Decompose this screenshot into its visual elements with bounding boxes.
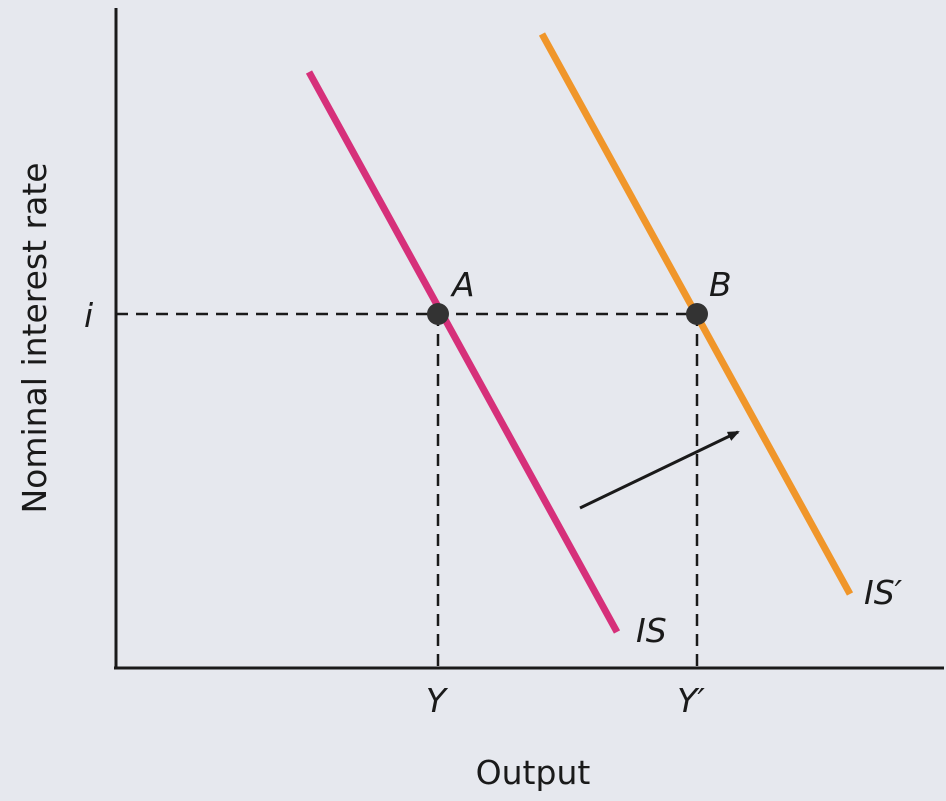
is-curve: [305, 70, 621, 634]
output-y-prime-label: Y′: [677, 681, 705, 720]
rate-tick-label: i: [84, 296, 93, 335]
y-axis-label: Nominal interest rate: [15, 162, 54, 513]
point-a-label: A: [450, 265, 475, 304]
point-b-marker: [686, 303, 708, 325]
is-curve-label: IS: [636, 611, 667, 650]
x-axis-label: Output: [476, 753, 591, 792]
point-b-label: B: [709, 265, 732, 304]
output-y-label: Y: [426, 681, 449, 720]
point-a-marker: [427, 303, 449, 325]
shift-arrow: [579, 430, 740, 510]
is-prime-curve-label: IS′: [864, 573, 903, 612]
